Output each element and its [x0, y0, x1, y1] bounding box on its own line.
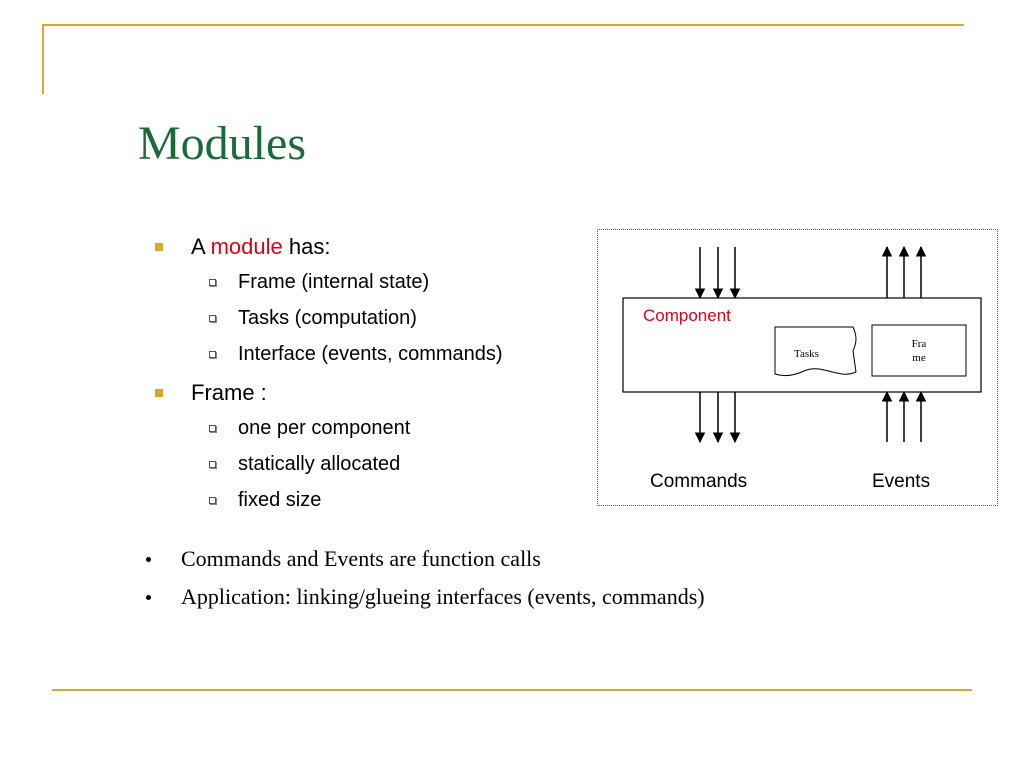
tasks-label: Tasks	[794, 348, 819, 360]
module-diagram: Component Tasks Fra me Commands Events	[597, 229, 998, 506]
bullet-module: A module has:	[155, 232, 595, 268]
sub-bullet-text: statically allocated	[238, 453, 401, 475]
summary-bullet: Application: linking/glueing interfaces …	[146, 582, 866, 620]
summary-bullet-list: Commands and Events are function calls A…	[146, 544, 866, 620]
incoming-arrows	[694, 247, 741, 300]
summary-bullet: Commands and Events are function calls	[146, 544, 866, 582]
sub-bullet-item: fixed size	[155, 486, 595, 522]
sub-bullet-text: one per component	[238, 417, 411, 439]
bullet-suffix: has:	[282, 234, 331, 259]
slide-title: Modules	[138, 117, 306, 170]
sub-bullet-text: Interface (events, commands)	[238, 343, 503, 365]
hollow-square-bullet-icon	[209, 425, 216, 432]
sub-bullet-text: fixed size	[238, 489, 322, 511]
frame-box	[871, 324, 967, 377]
hollow-square-bullet-icon	[209, 351, 216, 358]
signaled-event-arrows	[881, 245, 927, 298]
sub-bullet-item: Frame (internal state)	[155, 268, 595, 304]
component-label: Component	[643, 306, 731, 325]
hollow-square-bullet-icon	[209, 279, 216, 286]
dot-bullet-icon	[146, 557, 151, 562]
sub-bullet-item: Interface (events, commands)	[155, 340, 595, 376]
dot-bullet-icon	[146, 595, 151, 600]
bottom-border-line	[52, 689, 972, 691]
command-arrows	[694, 392, 741, 444]
sub-bullet-text: Tasks (computation)	[238, 307, 417, 329]
sub-bullet-text: Frame (internal state)	[238, 271, 430, 293]
sub-bullet-item: Tasks (computation)	[155, 304, 595, 340]
top-border-line	[42, 24, 964, 26]
hollow-square-bullet-icon	[209, 497, 216, 504]
tasks-shape	[774, 326, 857, 377]
frame-label-line2: me	[912, 352, 926, 364]
main-bullet-list: A module has: Frame (internal state) Tas…	[155, 232, 595, 522]
frame-label-line1: Fra	[911, 338, 927, 350]
events-label: Events	[872, 471, 931, 492]
diagram-graphics	[622, 245, 982, 444]
bullet-frame: Frame :	[155, 378, 595, 414]
event-arrows	[881, 390, 927, 442]
sub-bullet-item: statically allocated	[155, 450, 595, 486]
bullet-text: Frame :	[191, 380, 267, 405]
bullet-prefix: A	[191, 234, 211, 259]
frame-label: Fra me	[872, 337, 966, 365]
commands-label: Commands	[650, 471, 748, 492]
summary-bullet-text: Commands and Events are function calls	[181, 546, 541, 571]
summary-bullet-text: Application: linking/glueing interfaces …	[181, 584, 705, 609]
square-bullet-icon	[155, 243, 163, 251]
hollow-square-bullet-icon	[209, 315, 216, 322]
bullet-highlight: module	[210, 234, 283, 259]
sub-bullet-item: one per component	[155, 414, 595, 450]
hollow-square-bullet-icon	[209, 461, 216, 468]
left-border-line	[42, 24, 44, 94]
square-bullet-icon	[155, 389, 163, 397]
